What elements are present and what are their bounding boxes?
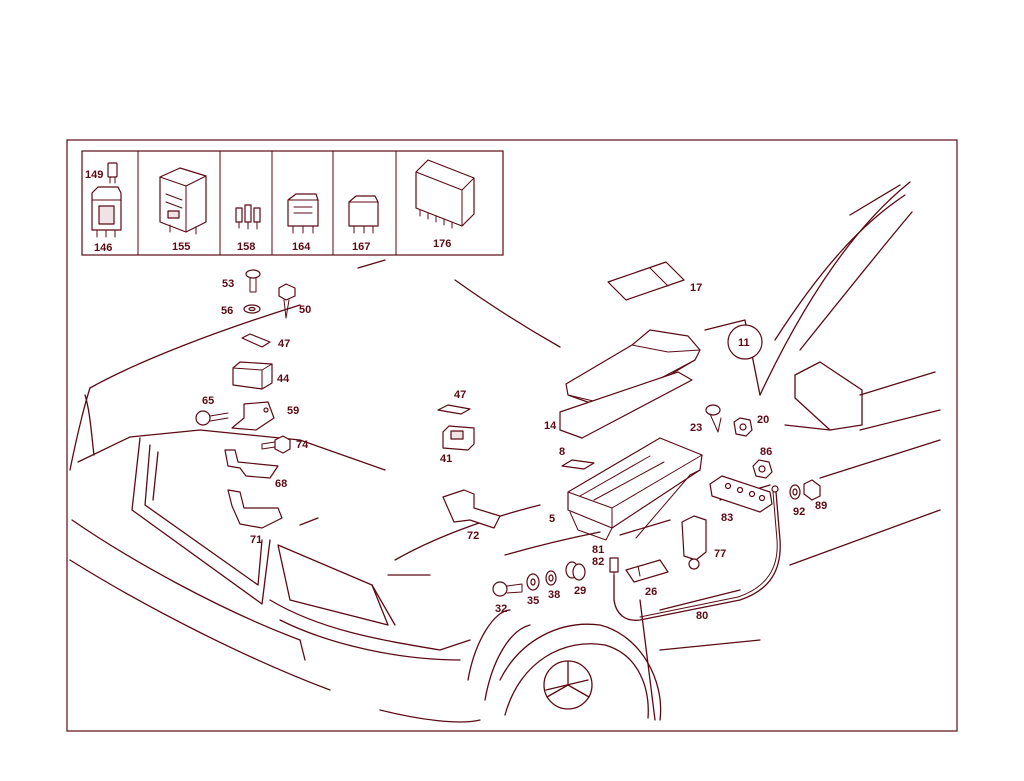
nut-20-icon <box>733 417 753 437</box>
label-29: 29 <box>574 585 586 597</box>
bracket-26-icon <box>625 559 669 583</box>
terminal-block-83-icon <box>709 475 773 513</box>
label-47b: 47 <box>454 389 466 401</box>
label-92: 92 <box>793 506 805 518</box>
label-35: 35 <box>527 595 539 607</box>
washer-92-icon <box>789 484 801 500</box>
label-83: 83 <box>721 512 733 524</box>
label-77: 77 <box>714 548 726 560</box>
label-149: 149 <box>85 169 103 181</box>
label-56: 56 <box>221 305 233 317</box>
relay-155-icon <box>159 167 207 235</box>
fuse-8-icon <box>561 459 595 470</box>
relay-164-icon <box>287 193 319 234</box>
label-41: 41 <box>440 453 452 465</box>
screw-65-icon <box>195 410 229 426</box>
label-38: 38 <box>548 589 560 601</box>
label-50: 50 <box>299 304 311 316</box>
label-47a: 47 <box>278 338 290 350</box>
label-11: 11 <box>738 337 750 349</box>
relay-167-icon <box>348 195 379 234</box>
fuse-47-icon <box>241 333 271 348</box>
bracket-72-icon <box>442 489 501 529</box>
label-5: 5 <box>549 513 555 525</box>
label-74: 74 <box>296 439 309 451</box>
label-176: 176 <box>433 238 451 250</box>
label-86: 86 <box>760 446 772 458</box>
label-167: 167 <box>352 241 370 253</box>
screw-53-icon <box>245 269 261 293</box>
fuses-158-icon <box>235 204 261 230</box>
screw-23-icon <box>705 404 722 433</box>
fuse-149-icon <box>107 162 118 184</box>
relay-41-icon <box>442 425 475 451</box>
bolt-32-icon <box>492 581 523 597</box>
inset-parts-box: 149 146 155 158 164 167 176 <box>81 150 504 256</box>
label-17: 17 <box>690 282 702 294</box>
reference-circle-11 <box>727 324 763 360</box>
bracket-59-icon <box>231 401 275 431</box>
grommet-29-icon <box>565 561 586 581</box>
label-164: 164 <box>292 241 311 253</box>
screw-50-icon <box>278 283 296 319</box>
label-26: 26 <box>645 586 657 598</box>
connector-77-icon <box>681 515 707 570</box>
nut-89-icon <box>803 479 821 501</box>
label-65: 65 <box>202 395 214 407</box>
label-158: 158 <box>237 241 255 253</box>
label-sheet-17-icon <box>607 261 685 301</box>
label-23: 23 <box>690 422 702 434</box>
bracket-68-icon <box>224 449 279 479</box>
label-14: 14 <box>544 420 557 432</box>
bracket-71-icon <box>227 489 283 529</box>
label-72: 72 <box>467 530 479 542</box>
label-89: 89 <box>815 500 827 512</box>
control-unit-176-icon <box>415 159 475 229</box>
fusebox-5-icon <box>567 437 703 541</box>
label-59: 59 <box>287 405 299 417</box>
label-20: 20 <box>757 414 769 426</box>
washer-38-icon <box>545 570 557 586</box>
label-68: 68 <box>275 478 287 490</box>
fuse-47b-icon <box>437 404 471 415</box>
label-71: 71 <box>250 534 262 546</box>
fusebox-cover-14-icon <box>559 329 701 439</box>
label-8: 8 <box>559 446 565 458</box>
label-53: 53 <box>222 278 234 290</box>
label-32: 32 <box>495 603 507 615</box>
plug-81-82-icon <box>609 557 619 581</box>
label-155: 155 <box>172 241 190 253</box>
label-81: 81 <box>592 544 604 556</box>
nut-86-icon <box>752 459 773 479</box>
washer-35-icon <box>526 573 540 591</box>
diagram-frame <box>66 139 958 732</box>
label-44: 44 <box>277 373 290 385</box>
cable-80-icon <box>613 485 781 621</box>
label-146: 146 <box>94 242 112 254</box>
bolt-74-icon <box>261 435 291 454</box>
car-outline <box>69 181 941 723</box>
washer-56-icon <box>243 304 261 314</box>
label-82: 82 <box>592 556 604 568</box>
label-80: 80 <box>696 610 708 622</box>
relay-146-icon <box>91 186 122 238</box>
relay-44-icon <box>232 361 273 390</box>
